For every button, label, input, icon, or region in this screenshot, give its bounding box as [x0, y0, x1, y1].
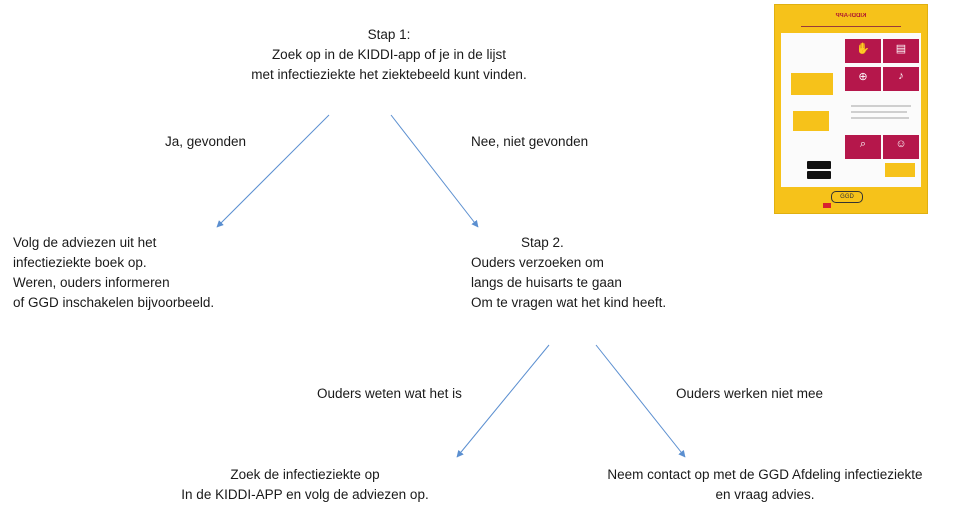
- poster-red-mark: [823, 203, 831, 208]
- kiddi-app-poster-image: KIDDI-APP ✋ ▤ ⊕ ♪ ⌕ ☺ GGD: [774, 4, 928, 214]
- contact-ggd-line-1: Neem contact op met de GGD Afdeling infe…: [607, 467, 923, 482]
- step2-line-1: Ouders verzoeken om: [471, 255, 604, 270]
- poster-note-left-1: [791, 73, 833, 95]
- poster-text-line: [851, 111, 907, 113]
- arrow-step1-to-follow-advice: [216, 114, 330, 228]
- follow-advice-line-2: infectieziekte boek op.: [13, 255, 147, 270]
- branch-label-no: Nee, niet gevonden: [471, 134, 589, 149]
- step2-heading: Stap 2.: [521, 235, 564, 250]
- poster-tile-board-icon: ▤: [883, 39, 919, 63]
- poster-title: KIDDI-APP: [835, 13, 867, 19]
- branch-label-parents-know: Ouders weten wat het is: [317, 386, 462, 401]
- poster-note-right: [885, 163, 915, 177]
- lookup-box: Zoek de infectieziekte op In de KIDDI-AP…: [150, 465, 460, 505]
- step1-box: Stap 1: Zoek op in de KIDDI-app of je in…: [188, 25, 590, 85]
- contact-ggd-line-2: en vraag advies.: [715, 487, 815, 502]
- poster-subtitle-line: [801, 26, 901, 27]
- poster-tile-medkit-icon: ⊕: [845, 67, 881, 91]
- poster-store-badge: [807, 171, 831, 179]
- poster-note-left-2: [793, 111, 829, 131]
- contact-ggd-box: Neem contact op met de GGD Afdeling infe…: [580, 465, 950, 505]
- poster-store-badge: [807, 161, 831, 169]
- follow-advice-line-3: Weren, ouders informeren: [13, 275, 170, 290]
- arrow-step1-to-step2: [390, 114, 479, 228]
- branch-label-yes: Ja, gevonden: [165, 134, 247, 149]
- step2-line-3: Om te vragen wat het kind heeft.: [471, 295, 667, 310]
- poster-footer: [781, 187, 921, 207]
- poster-ggd-logo: GGD: [831, 191, 863, 203]
- poster-header: [781, 11, 921, 33]
- follow-advice-line-1: Volg de adviezen uit het: [13, 235, 157, 250]
- poster-tile-hand-icon: ✋: [845, 39, 881, 63]
- poster-tile-person-icon: ☺: [883, 135, 919, 159]
- branch-label-parents-refuse: Ouders werken niet mee: [676, 386, 824, 401]
- step1-line-2: Zoek op in de KIDDI-app of je in de lijs…: [271, 47, 507, 62]
- arrow-step2-to-contact-ggd: [595, 344, 686, 458]
- follow-advice-line-4: of GGD inschakelen bijvoorbeeld.: [13, 295, 215, 310]
- poster-tile-bell-icon: ♪: [883, 67, 919, 91]
- step1-line-1: Stap 1:: [367, 27, 411, 42]
- follow-advice-box: Volg de adviezen uit het infectieziekte …: [13, 233, 214, 313]
- step2-box: Ouders verzoeken om langs de huisarts te…: [471, 253, 666, 313]
- poster-text-line: [851, 105, 911, 107]
- lookup-line-1: Zoek de infectieziekte op: [230, 467, 380, 482]
- arrow-step2-to-lookup: [456, 344, 550, 458]
- poster-tile-search-icon: ⌕: [845, 135, 881, 159]
- lookup-line-2: In de KIDDI-APP en volg de adviezen op.: [181, 487, 429, 502]
- step1-line-3: met infectieziekte het ziektebeeld kunt …: [251, 67, 527, 82]
- step2-line-2: langs de huisarts te gaan: [471, 275, 622, 290]
- poster-text-line: [851, 117, 909, 119]
- poster-page: KIDDI-APP ✋ ▤ ⊕ ♪ ⌕ ☺ GGD: [781, 11, 921, 208]
